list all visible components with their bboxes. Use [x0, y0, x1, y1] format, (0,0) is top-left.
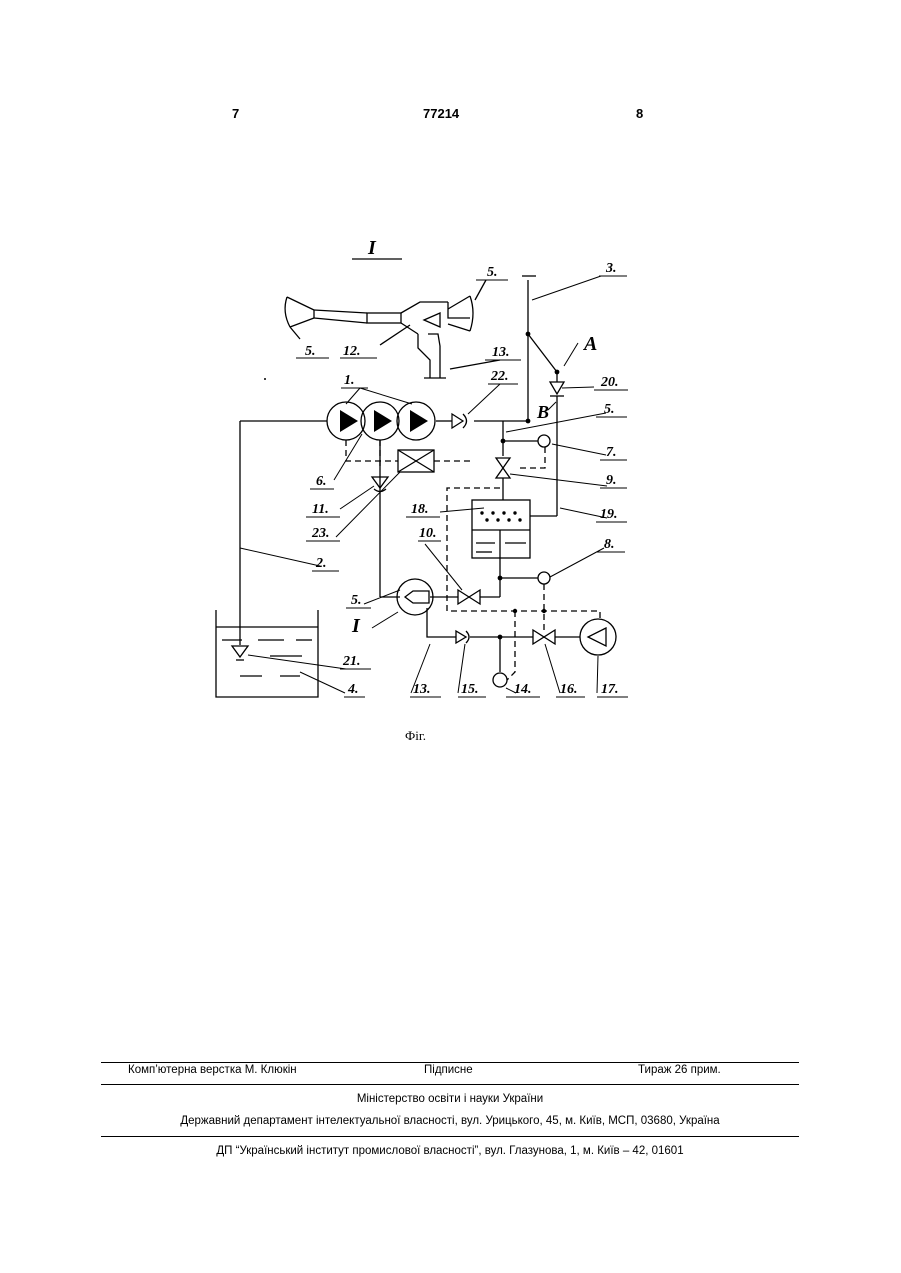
label-9: 9. [606, 473, 617, 488]
label-5-low: 5. [351, 593, 362, 608]
footer-rule-top [101, 1062, 799, 1063]
label-5-top: 5. [487, 265, 498, 280]
footer-institute: ДП “Український інститут промислової вла… [101, 1145, 799, 1157]
label-3: 3. [605, 261, 617, 276]
label-12: 12. [343, 344, 361, 359]
label-2: 2. [315, 556, 327, 571]
label-i-title: I [367, 237, 377, 259]
label-23: 23. [311, 526, 330, 541]
footer-department: Державний департамент інтелектуальної вл… [101, 1115, 799, 1127]
label-13-top: 13. [492, 345, 510, 360]
label-5-mid: 5. [604, 402, 615, 417]
label-5-left: 5. [305, 344, 316, 359]
label-14: 14. [514, 682, 532, 697]
hydraulic-scheme-figure: I 5. 3. 5. 12. 13. A 1. 22. 20. B 5. 7. … [0, 0, 901, 760]
label-16: 16. [560, 682, 578, 697]
footer-layout-credit: Комп’ютерна верстка М. Клюкін [128, 1064, 297, 1076]
footer-rule-middle [101, 1084, 799, 1085]
label-21: 21. [342, 654, 361, 669]
label-10: 10. [419, 526, 437, 541]
label-11: 11. [312, 502, 329, 517]
label-17: 17. [601, 682, 619, 697]
label-7: 7. [606, 445, 617, 460]
label-1: 1. [344, 373, 355, 388]
label-15: 15. [461, 682, 479, 697]
label-6: 6. [316, 474, 327, 489]
figure-caption: Фіг. [405, 728, 426, 744]
footer-ministry: Міністерство освіти і науки України [101, 1093, 799, 1105]
label-b: B [536, 402, 549, 422]
label-22: 22. [490, 369, 509, 384]
label-a: A [582, 333, 597, 355]
label-i-low: I [351, 615, 361, 637]
label-4: 4. [347, 682, 359, 697]
label-18: 18. [411, 502, 429, 517]
label-20: 20. [600, 375, 619, 390]
footer-rule-bottom [101, 1136, 799, 1137]
label-19: 19. [600, 507, 618, 522]
label-8: 8. [604, 537, 615, 552]
footer-signed: Підписне [424, 1064, 473, 1076]
label-13: 13. [413, 682, 431, 697]
footer-circulation: Тираж 26 прим. [638, 1064, 721, 1076]
